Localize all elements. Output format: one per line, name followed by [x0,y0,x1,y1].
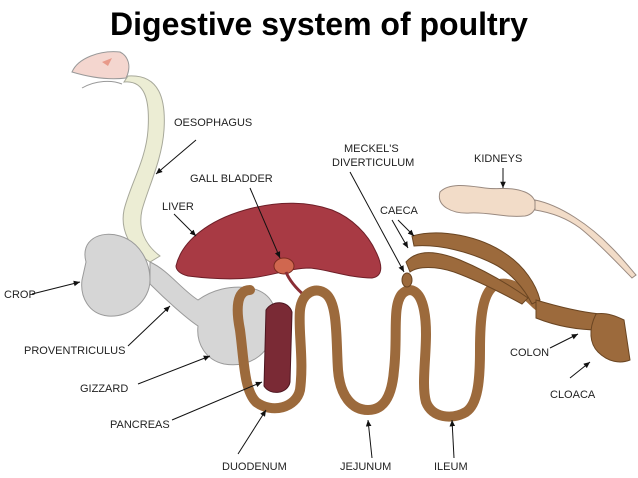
oesophagus-tube [122,75,165,263]
label-caeca: CAECA [380,205,419,217]
label-ileum: ILEUM [434,461,468,473]
caeca [405,232,541,305]
label-liver: LIVER [162,201,194,213]
label-kidneys: KIDNEYS [474,153,522,165]
label-proventriculus: PROVENTRICULUS [24,345,125,357]
gall-bladder [273,257,295,275]
arrow-jejunum [365,419,373,459]
arrow-proventriculus [127,305,171,347]
arrow-meckels [349,171,405,273]
pancreas [263,302,293,393]
arrow-ileum [449,419,456,459]
colon [535,299,601,331]
arrow-oesophagus [155,139,197,175]
label-duodenum: DUODENUM [222,461,287,473]
diagram-title: Digestive system of poultry [110,6,528,42]
label-oesophagus: OESOPHAGUS [174,117,252,129]
liver [175,202,382,280]
label-meckels-line1: MECKEL'S [344,143,399,155]
arrow-crop [31,280,81,295]
arrow-gall-bladder [249,187,281,259]
arrow-duodenum [237,409,267,455]
kidneys [438,185,637,279]
arrow-pancreas [171,381,263,421]
label-pancreas: PANCREAS [110,419,170,431]
arrow-caeca-1 [397,219,415,237]
arrow-caeca-2 [391,219,409,249]
arrow-cloaca [569,361,591,379]
label-colon: COLON [510,347,549,359]
label-gizzard: GIZZARD [80,383,128,395]
pointer-arrows [31,139,591,459]
label-crop: CROP [4,289,36,301]
label-cloaca: CLOACA [550,389,596,401]
label-meckels-line2: DIVERTICULUM [332,157,414,169]
meckels-diverticulum [401,272,413,288]
cloaca [590,313,631,363]
beak [71,51,130,89]
intestines [232,278,601,422]
arrow-gizzard [137,355,211,385]
arrow-liver [173,213,197,237]
label-gall-bladder: GALL BLADDER [190,173,273,185]
arrow-colon [549,333,579,349]
label-jejunum: JEJUNUM [340,461,391,473]
